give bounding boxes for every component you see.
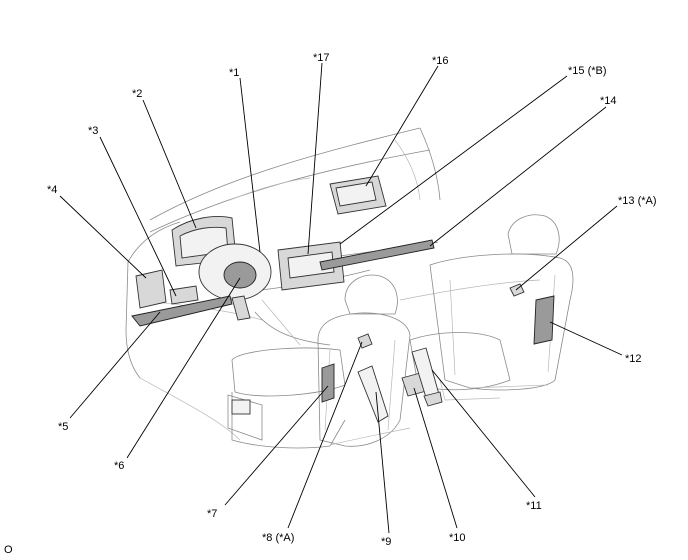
callout-4: *4 — [47, 184, 57, 196]
callout-12: *12 — [625, 353, 642, 365]
page-mark: O — [4, 544, 13, 556]
airbag-components — [131, 175, 555, 423]
callout-3: *3 — [88, 125, 98, 137]
steering-wheel-pad — [223, 261, 257, 289]
callout-13: *13 (*A) — [618, 195, 657, 207]
instrument-panel-passenger-airbag — [319, 239, 435, 271]
instrument-panel-lower — [131, 295, 233, 327]
callout-5: *5 — [58, 421, 68, 433]
callout-1: *1 — [229, 67, 239, 79]
callout-labels: *1 *2 *3 *4 *5 *6 *7 *8 (*A) *9 *10 *11 … — [47, 52, 657, 548]
callout-14: *14 — [600, 95, 617, 107]
callout-17: *17 — [313, 52, 330, 64]
knee-airbag-module — [135, 269, 167, 309]
callout-6: *6 — [114, 460, 124, 472]
callout-15: *15 (*B) — [568, 65, 607, 77]
front-seat-side-airbag — [533, 295, 555, 345]
callout-7: *7 — [207, 508, 217, 520]
leader-lines — [59, 62, 623, 534]
callout-8: *8 (*A) — [262, 532, 294, 544]
callout-2: *2 — [132, 88, 142, 100]
callout-16: *16 — [432, 55, 449, 67]
callout-11: *11 — [526, 500, 542, 512]
seat-belt-pretensioner — [357, 365, 389, 423]
driver-seat-side-airbag — [321, 363, 335, 403]
callout-10: *10 — [449, 532, 466, 544]
callout-9: *9 — [381, 536, 391, 548]
